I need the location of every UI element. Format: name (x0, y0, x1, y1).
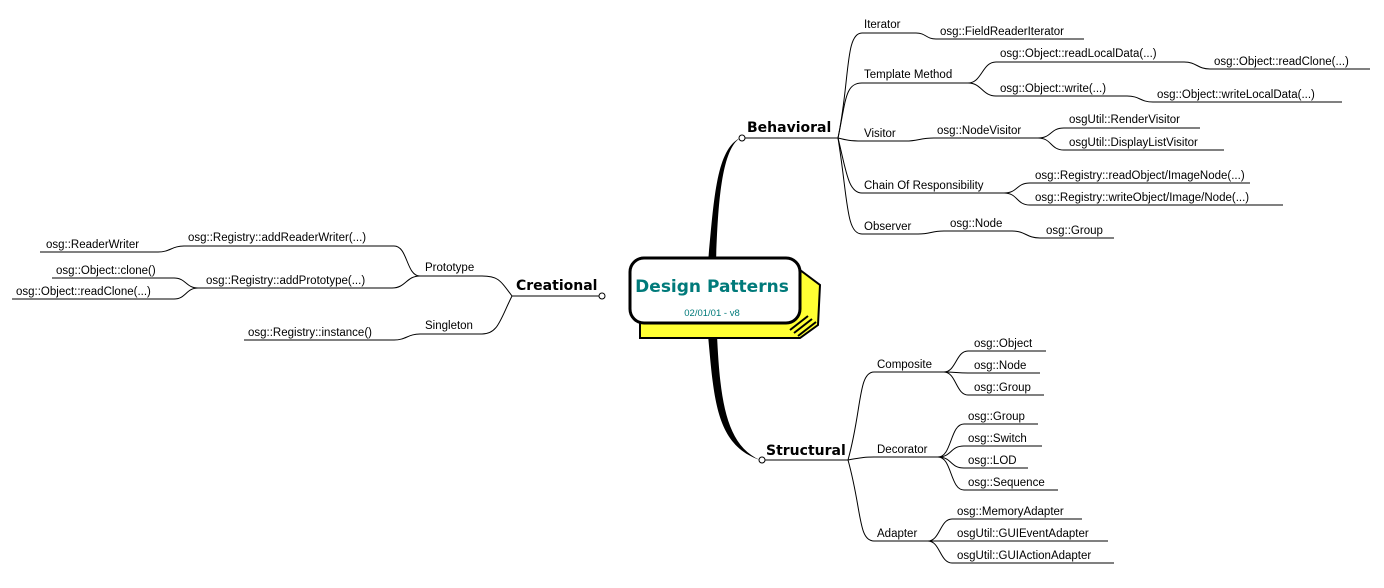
structural-knob (758, 456, 766, 464)
edge-template-method (837, 82, 863, 139)
edge-read-object (1003, 182, 1250, 194)
node-prototype[interactable]: Prototype (425, 262, 474, 274)
edge-singleton (481, 295, 513, 335)
node-decorator-switch[interactable]: osg::Switch (968, 433, 1027, 445)
node-write-local-data[interactable]: osg::Object::writeLocalData(...) (1157, 89, 1315, 101)
edge-decorator-sequence (937, 456, 1058, 491)
edge-node-visitor (905, 137, 1038, 142)
edge-render-visitor (1037, 127, 1200, 139)
edge-decorator-lod (937, 456, 1028, 469)
node-memory-adapter[interactable]: osg::MemoryAdapter (957, 506, 1064, 518)
edge-observer (837, 137, 863, 235)
edge-prototype (481, 275, 513, 297)
edge-observer-group (1011, 230, 1114, 239)
node-composite-group[interactable]: osg::Group (974, 382, 1031, 394)
edge-composite-group (943, 371, 1044, 396)
node-instance[interactable]: osg::Registry::instance() (248, 327, 372, 339)
node-decorator-lod[interactable]: osg::LOD (968, 455, 1017, 467)
trunk-behavioral (708, 138, 740, 262)
edge-decorator-switch (937, 445, 1042, 458)
node-adapter[interactable]: Adapter (877, 528, 917, 540)
edge-chain (837, 137, 863, 194)
node-node-visitor[interactable]: osg::NodeVisitor (937, 125, 1021, 137)
node-read-object[interactable]: osg::Registry::readObject/ImageNode(...) (1035, 170, 1245, 182)
edge-read-clone (1183, 61, 1370, 70)
creational-label[interactable]: Creational (516, 278, 597, 294)
node-decorator[interactable]: Decorator (877, 444, 928, 456)
node-render-visitor[interactable]: osgUtil::RenderVisitor (1069, 114, 1180, 126)
node-observer-node[interactable]: osg::Node (950, 218, 1002, 230)
node-decorator-group[interactable]: osg::Group (968, 411, 1025, 423)
creational-knob (598, 292, 606, 300)
central-node[interactable]: Design Patterns 02/01/01 - v8 (628, 256, 822, 339)
node-gui-action-adapter[interactable]: osgUtil::GUIActionAdapter (957, 550, 1091, 562)
edge-memory-adapter (927, 518, 1082, 542)
edge-read-local-data (967, 61, 1184, 84)
node-proto-read-clone[interactable]: osg::Object::readClone(...) (16, 286, 151, 298)
node-chain-of-responsibility[interactable]: Chain Of Responsibility (864, 180, 984, 192)
edge-proto-read-clone (12, 287, 199, 300)
edge-display-list-visitor (1037, 137, 1224, 151)
edge-write-local-data (1126, 95, 1342, 103)
node-decorator-sequence[interactable]: osg::Sequence (968, 477, 1045, 489)
node-field-reader-iterator[interactable]: osg::FieldReaderIterator (940, 26, 1064, 38)
central-node-box (628, 256, 802, 325)
behavioral-knob (738, 134, 746, 142)
node-gui-event-adapter[interactable]: osgUtil::GUIEventAdapter (957, 528, 1089, 540)
structural-label[interactable]: Structural (766, 443, 846, 459)
node-visitor[interactable]: Visitor (864, 128, 896, 140)
node-composite-object[interactable]: osg::Object (974, 338, 1033, 350)
node-singleton[interactable]: Singleton (425, 320, 473, 332)
node-observer[interactable]: Observer (864, 221, 911, 233)
edge-instance (244, 333, 421, 341)
edge-composite-object (943, 350, 1046, 373)
edge-gui-action-adapter (927, 540, 1114, 564)
behavioral-label[interactable]: Behavioral (747, 120, 831, 136)
edge-clone (52, 277, 199, 289)
edge-decorator (847, 456, 875, 461)
node-add-prototype[interactable]: osg::Registry::addPrototype(...) (206, 275, 365, 287)
node-observer-group[interactable]: osg::Group (1046, 225, 1103, 237)
node-write[interactable]: osg::Object::write(...) (1000, 83, 1106, 95)
trunk-structural (708, 335, 760, 460)
node-display-list-visitor[interactable]: osgUtil::DisplayListVisitor (1069, 137, 1198, 149)
central-subtitle: 02/01/01 - v8 (684, 308, 739, 319)
edge-adapter (847, 459, 875, 542)
iterator-child-edge (915, 32, 1084, 40)
node-write-object[interactable]: osg::Registry::writeObject/Image/Node(..… (1035, 192, 1249, 204)
edge-add-prototype (198, 275, 421, 289)
edge-decorator-group (937, 423, 1038, 458)
node-reader-writer[interactable]: osg::ReaderWriter (46, 239, 139, 251)
edge-add-reader-writer (184, 245, 421, 277)
edge-observer-node (917, 230, 1012, 235)
central-title: Design Patterns (635, 277, 789, 297)
edge-write (967, 82, 1127, 97)
edge-reader-writer (40, 245, 185, 253)
edge-composite (847, 371, 875, 461)
node-composite-node[interactable]: osg::Node (974, 360, 1026, 372)
node-add-reader-writer[interactable]: osg::Registry::addReaderWriter(...) (188, 232, 366, 244)
node-iterator[interactable]: Iterator (864, 19, 901, 31)
edge-visitor (837, 137, 863, 142)
edge-write-object (1003, 192, 1283, 206)
node-read-local-data[interactable]: osg::Object::readLocalData(...) (1000, 48, 1157, 60)
central-node-shadow-stripes (789, 315, 817, 337)
edge-composite-node (943, 371, 1040, 374)
node-clone[interactable]: osg::Object::clone() (56, 265, 156, 277)
node-composite[interactable]: Composite (877, 359, 932, 371)
node-read-clone[interactable]: osg::Object::readClone(...) (1214, 56, 1349, 68)
edge-iterator (837, 32, 863, 139)
node-template-method[interactable]: Template Method (864, 69, 952, 81)
